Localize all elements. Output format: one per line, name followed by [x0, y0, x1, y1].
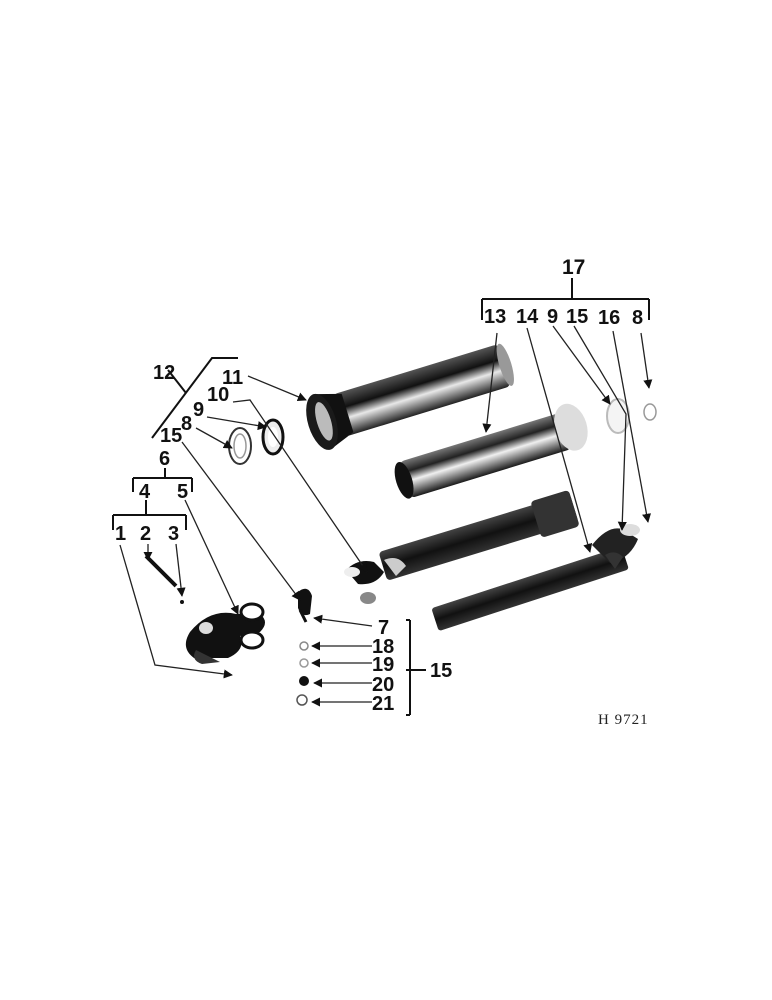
- label-1: 1: [115, 523, 126, 545]
- label-11: 11: [222, 367, 243, 389]
- label-21: 21: [372, 693, 394, 715]
- label-15-group: 15: [430, 660, 452, 682]
- label-15-left: 15: [160, 425, 182, 447]
- label-6: 6: [159, 448, 170, 470]
- inner-guard-tube: [394, 403, 588, 499]
- yoke-assembly: [144, 554, 265, 664]
- label-10: 10: [207, 384, 229, 406]
- label-9-right: 9: [547, 306, 558, 328]
- label-20: 20: [372, 674, 394, 696]
- figure-caption: H 9721: [598, 712, 649, 728]
- label-5: 5: [177, 481, 188, 503]
- label-15-right: 15: [566, 306, 588, 328]
- label-17: 17: [562, 256, 585, 279]
- label-13: 13: [484, 306, 506, 328]
- label-16: 16: [598, 307, 620, 329]
- outer-guard-tube: [306, 343, 514, 450]
- bearing-rings-left: [228, 418, 285, 465]
- small-yoke: [298, 588, 312, 623]
- label-4: 4: [139, 481, 151, 503]
- small-hardware: [296, 641, 309, 706]
- label-9-left: 9: [193, 399, 204, 421]
- label-12: 12: [153, 362, 175, 384]
- label-7: 7: [378, 617, 389, 639]
- label-3: 3: [168, 523, 179, 545]
- label-14: 14: [516, 306, 539, 328]
- label-8-left: 8: [181, 413, 192, 435]
- bearing-rings-right: [606, 398, 657, 434]
- label-18: 18: [372, 636, 394, 658]
- drive-shaft: [344, 490, 640, 631]
- label-19: 19: [372, 654, 394, 676]
- label-8-right: 8: [632, 307, 643, 329]
- label-2: 2: [140, 523, 151, 545]
